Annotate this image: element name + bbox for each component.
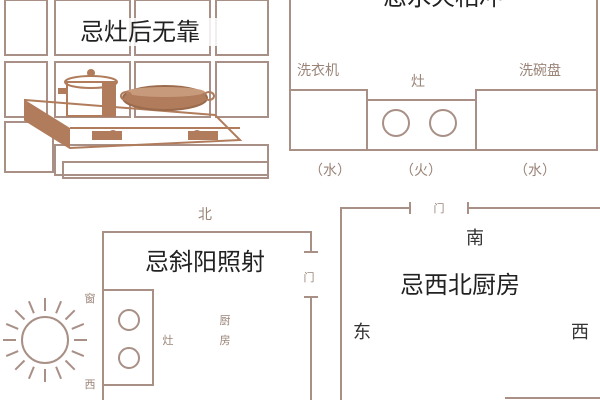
fire-label: （火） [400,163,442,179]
east-label: 东 [353,322,371,343]
kitchen-label-2: 房 [220,334,231,347]
west-label: 西 [571,322,589,343]
sun-ray [28,300,35,314]
burner-icon [429,109,457,137]
door-label: 门 [304,270,315,284]
washer-label: 洗衣机 [297,63,339,79]
panel4-title: 忌西北厨房 [400,271,520,299]
stove-label: 灶 [163,334,174,347]
panel-slanting-sun: 北 门 忌斜阳照射 灶 厨 房 窗 西 [3,207,318,400]
burner-icon [118,309,140,331]
sun-ray [64,309,76,321]
washing-machine-block [289,89,368,151]
water-label-left: （水） [309,163,351,179]
sun-ray [14,359,26,371]
south-label: 南 [466,228,484,249]
sun-ray [64,359,76,371]
panel-water-fire: 忌水火相冲 洗衣机 灶 洗碗盘 （水） （火） （水） [289,0,598,179]
pot-icon [58,69,118,117]
burner-icon [382,109,410,137]
kitchen-label-1: 厨 [220,314,231,327]
burner-icon [118,347,140,369]
water-label-right: （水） [514,163,556,179]
wok-icon [120,85,215,111]
panel2-title: 忌水火相冲 [383,0,503,11]
sun-ray [71,323,85,330]
stove-illustration [24,69,243,150]
sun-ray [5,350,19,357]
sun-ray [71,350,85,357]
west-label: 西 [85,378,96,391]
sun-ray [55,366,62,380]
sink-label: 洗碗盘 [519,62,561,79]
door-label: 门 [434,201,445,215]
window-label: 窗 [85,291,96,305]
stove-label: 灶 [411,74,425,90]
sun-icon [3,298,87,382]
sun-ray [55,300,62,314]
sun-ray [28,366,35,380]
sink-block [475,89,598,151]
sun-ray [5,323,19,330]
sun-ray [14,309,26,321]
north-label: 北 [198,207,212,223]
panel-northwest-kitchen: 门 南 忌西北厨房 东 西 [340,201,600,400]
panel1-title: 忌灶后无靠 [80,18,200,46]
panel-stove-backing: 忌灶后无靠 [4,0,269,179]
panel3-title: 忌斜阳照射 [145,248,265,276]
stove-block [102,289,154,386]
